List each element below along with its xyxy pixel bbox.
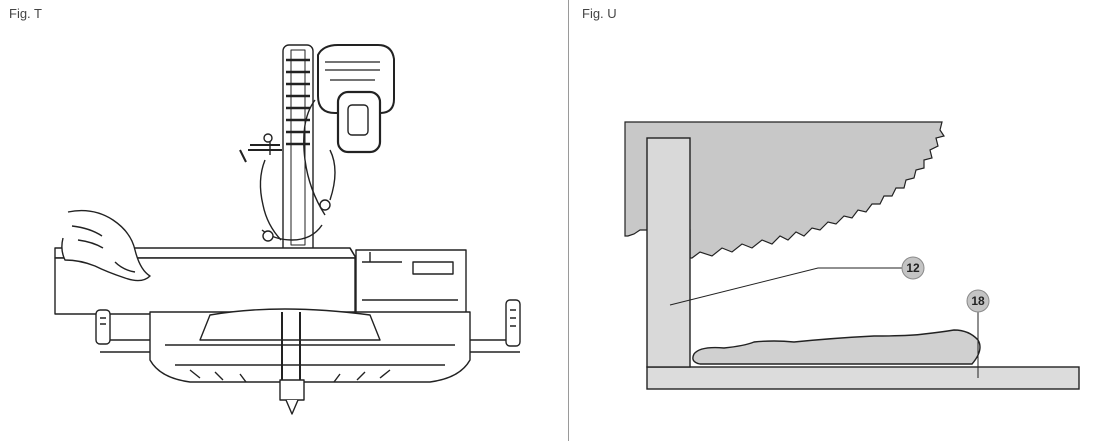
saw-table — [646, 366, 1080, 390]
blade-guard — [282, 44, 314, 256]
fence — [646, 137, 691, 368]
callout-18: 18 — [966, 289, 990, 313]
motor-housing — [303, 44, 395, 216]
curved-workpiece — [692, 329, 981, 365]
callout-18-label: 18 — [971, 294, 985, 308]
saw-base — [149, 308, 471, 415]
leader-line-12 — [669, 267, 902, 306]
figure-divider — [568, 0, 569, 441]
saw-blade — [624, 121, 945, 259]
callout-12: 12 — [901, 256, 925, 280]
base-extensions — [95, 299, 521, 353]
miter-saw-drawing — [54, 44, 521, 415]
hand-illustration — [61, 209, 151, 282]
section-diagram: 12 18 — [624, 121, 1080, 390]
callout-12-label: 12 — [906, 261, 920, 275]
figure-label-t: Fig. T — [9, 6, 42, 21]
right-fence — [355, 249, 467, 321]
figure-label-u: Fig. U — [582, 6, 617, 21]
handle-arm — [239, 133, 282, 241]
